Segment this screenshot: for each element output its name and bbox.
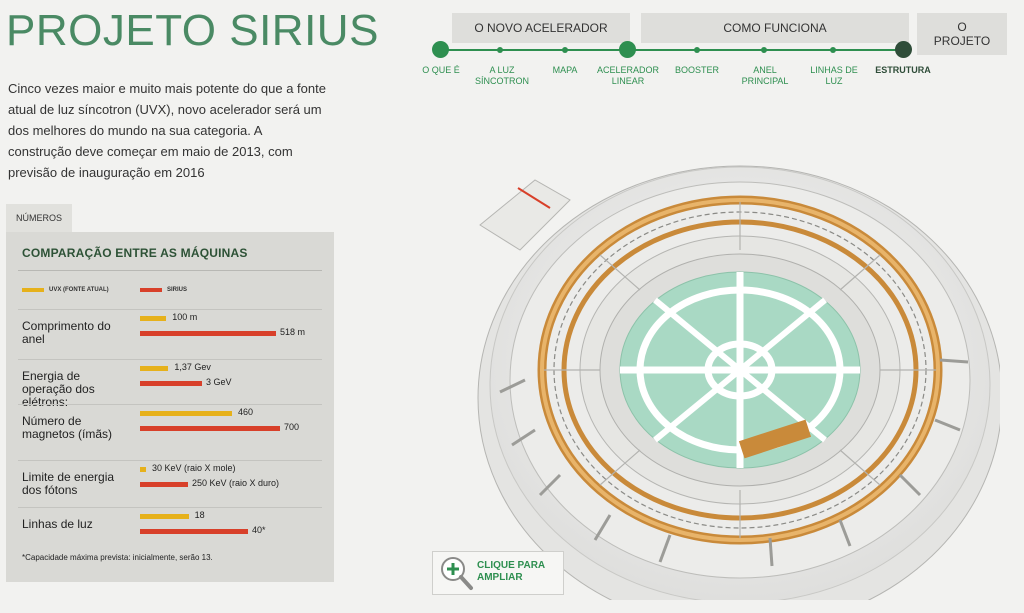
comparison-row: Linhas de luz 18 40* <box>18 507 322 554</box>
step-dot-booster[interactable] <box>694 47 700 53</box>
step-dot-anel-principal[interactable] <box>761 47 767 53</box>
bar-uvx <box>140 316 167 321</box>
step-dot-acelerador-linear[interactable] <box>619 41 636 58</box>
step-dot-estrutura[interactable] <box>895 41 912 58</box>
legend-label-sirius: SIRIUS <box>167 287 188 293</box>
step-label-anel-principal[interactable]: ANEL PRINCIPAL <box>741 65 789 86</box>
zoom-label: CLIQUE PARA AMPLIAR <box>477 560 546 583</box>
step-dot-mapa[interactable] <box>562 47 568 53</box>
legend-swatch-sirius <box>140 288 162 292</box>
bar-sirius <box>140 426 280 431</box>
legend-item-sirius: SIRIUS <box>140 287 187 293</box>
row-label: Limite de energia dos fótons <box>22 470 115 497</box>
value-sirius: 3 GeV <box>206 377 232 387</box>
comparison-row: Comprimento do anel 100 m 518 m <box>18 309 322 360</box>
tab-numeros[interactable]: NÚMEROS <box>6 204 72 232</box>
step-label-mapa[interactable]: MAPA <box>552 65 578 75</box>
comparison-row: Energia de operação dos elétrons: 1,37 Ge… <box>18 359 322 409</box>
row-label: Linhas de luz <box>22 517 93 531</box>
bar-sirius <box>140 331 276 336</box>
value-uvx: 1,37 Gev <box>174 362 211 372</box>
value-uvx: 30 KeV (raio X mole) <box>152 463 236 473</box>
section-novo-acelerador[interactable]: O NOVO ACELERADOR <box>452 13 630 43</box>
step-label-o-que-e[interactable]: O QUE É <box>422 65 460 75</box>
bar-sirius <box>140 482 188 487</box>
value-sirius: 250 KeV (raio X duro) <box>192 478 280 488</box>
value-sirius: 700 <box>284 422 300 432</box>
comparison-panel: COMPARAÇÃO ENTRE AS MÁQUINAS UVX (FONTE … <box>6 232 334 582</box>
bar-sirius <box>140 529 248 534</box>
value-uvx: 18 <box>194 510 205 520</box>
step-label-linhas-de-luz[interactable]: LINHAS DE LUZ <box>810 65 858 86</box>
row-label: Número de magnetos (ímãs) <box>22 414 113 441</box>
bar-uvx <box>140 514 189 519</box>
value-sirius: 518 m <box>280 327 306 337</box>
panel-title: COMPARAÇÃO ENTRE AS MÁQUINAS <box>22 246 248 260</box>
row-label: Comprimento do anel <box>22 319 111 346</box>
bar-uvx <box>140 366 169 371</box>
panel-divider <box>18 270 322 271</box>
intro-text: Cinco vezes maior e muito mais potente d… <box>8 81 326 180</box>
bar-sirius <box>140 381 202 386</box>
step-dot-linhas-de-luz[interactable] <box>830 47 836 53</box>
row-label: Energia de operação dos elétrons: <box>22 369 95 409</box>
value-uvx: 460 <box>238 407 254 417</box>
steps-line <box>440 49 906 51</box>
legend-item-uvx: UVX (FONTE ATUAL) <box>22 287 109 293</box>
legend-swatch-uvx <box>22 288 44 292</box>
section-o-projeto[interactable]: O PROJETO <box>917 13 1007 55</box>
bar-uvx <box>140 467 146 472</box>
step-label-luz-sincotron[interactable]: A LUZ SÍNCOTRON <box>475 65 529 86</box>
step-dot-luz-sincotron[interactable] <box>497 47 503 53</box>
comparison-row: Número de magnetos (ímãs) 460 700 <box>18 404 322 461</box>
step-label-booster[interactable]: BOOSTER <box>674 65 719 75</box>
step-dot-o-que-e[interactable] <box>432 41 449 58</box>
section-como-funciona[interactable]: COMO FUNCIONA <box>641 13 909 43</box>
value-sirius: 40* <box>252 525 266 535</box>
step-label-acelerador-linear[interactable]: ACELERADOR LINEAR <box>596 65 659 86</box>
value-uvx: 100 m <box>172 312 198 322</box>
step-label-estrutura[interactable]: ESTRUTURA <box>875 65 931 75</box>
zoom-button[interactable]: CLIQUE PARA AMPLIAR <box>432 551 564 595</box>
comparison-row: Limite de energia dos fótons 30 KeV (raio… <box>18 460 322 508</box>
page-title: PROJETO SIRIUS <box>6 6 379 55</box>
magnifier-plus-icon <box>441 557 473 590</box>
footnote: *Capacidade máxima prevista: inicialment… <box>22 553 213 562</box>
bar-uvx <box>140 411 232 416</box>
legend-label-uvx: UVX (FONTE ATUAL) <box>49 287 109 293</box>
building-illustration <box>477 165 1000 600</box>
